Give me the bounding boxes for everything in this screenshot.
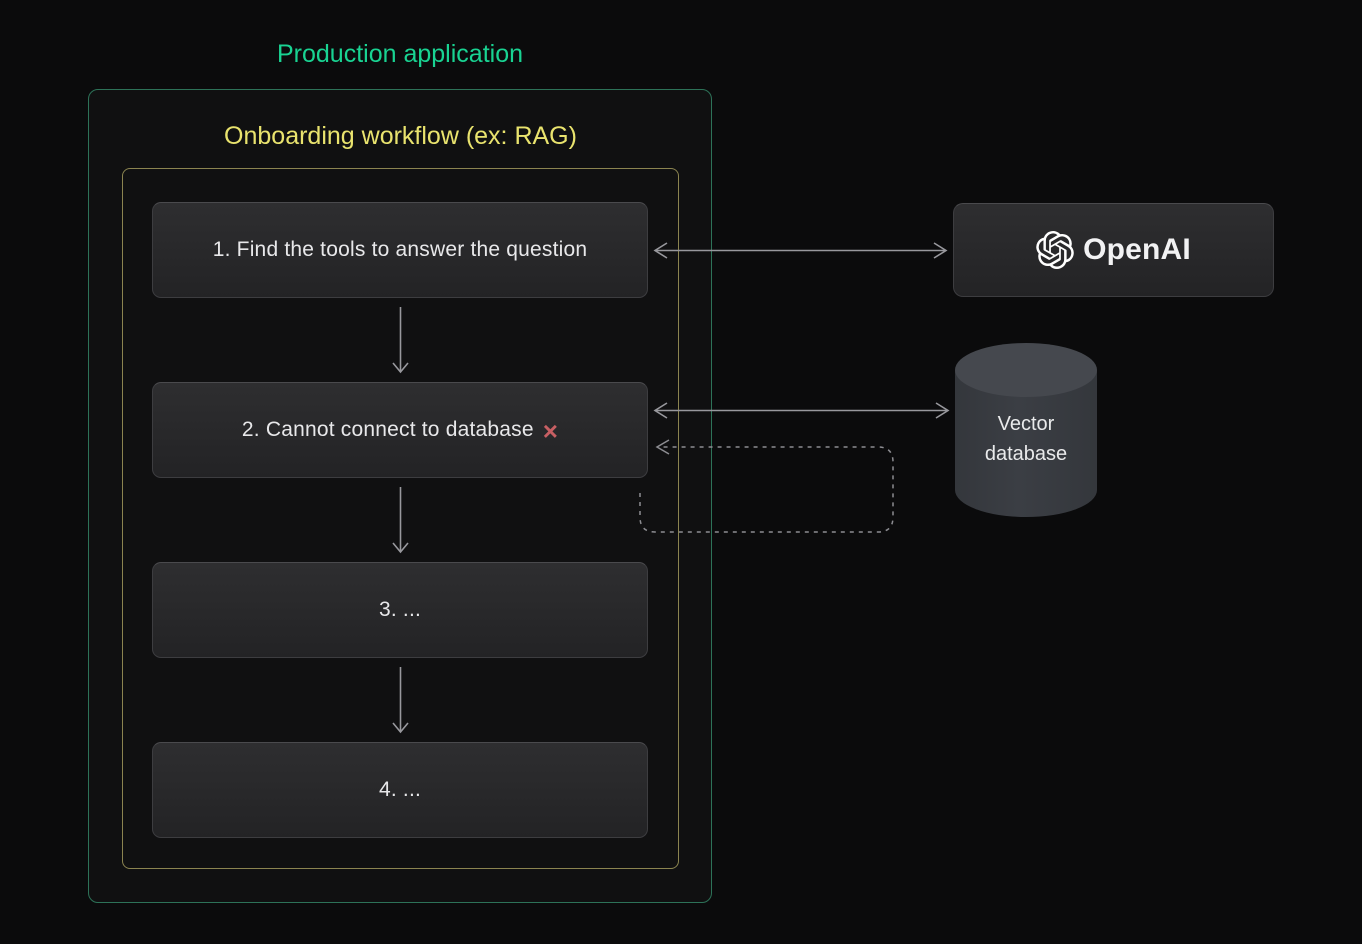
step-4-label: 4. ... — [378, 778, 422, 801]
openai-node: OpenAI — [953, 203, 1274, 297]
openai-label: OpenAI — [1083, 233, 1191, 266]
step-3-label: 3. ... — [378, 598, 422, 621]
step-2-label: 2. Cannot connect to database — [241, 418, 534, 441]
production-application-label: Production application — [277, 40, 523, 68]
database-cylinder-top-icon — [955, 343, 1097, 397]
error-x-icon: × — [542, 416, 559, 446]
step-1-label: 1. Find the tools to answer the question — [212, 238, 588, 261]
vector-database-label: Vector database — [984, 413, 1068, 465]
openai-logo-icon — [1036, 231, 1074, 269]
step-1-box: 1. Find the tools to answer the question — [152, 202, 648, 298]
step-2-box: 2. Cannot connect to database × — [152, 382, 648, 478]
step-4-box: 4. ... — [152, 742, 648, 838]
onboarding-workflow-label: Onboarding workflow (ex: RAG) — [224, 122, 577, 150]
step-3-box: 3. ... — [152, 562, 648, 658]
vector-database-node: Vector database — [955, 343, 1097, 517]
